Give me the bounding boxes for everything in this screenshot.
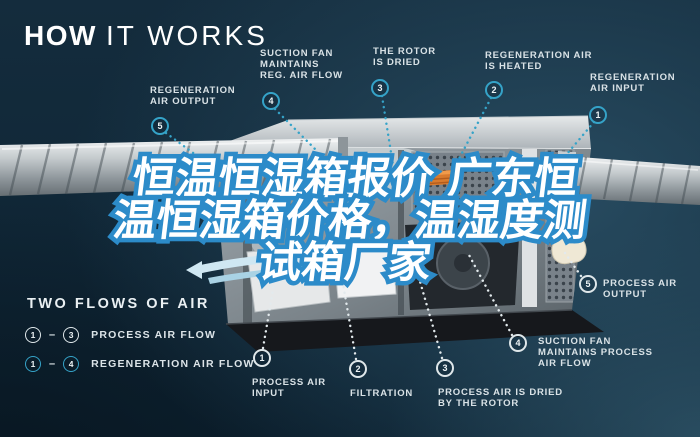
- badge-rotor-dried: 3: [371, 79, 389, 97]
- badge-suction-fan-reg: 4: [262, 92, 280, 110]
- legend-title: TWO FLOWS OF AIR: [27, 296, 210, 312]
- right-duct: [558, 151, 700, 205]
- left-duct: [0, 137, 348, 196]
- label-suction-fan-reg: SUCTION FAN MAINTAINS REG. AIR FLOW: [260, 48, 343, 81]
- leader-lines-regeneration: [164, 94, 596, 174]
- legend-badge-1-process: 1: [25, 327, 41, 343]
- badge-process-air-dried: 3: [436, 359, 454, 377]
- legend-row-regeneration: 1 – 4 REGENERATION AIR FLOW: [25, 356, 255, 372]
- label-process-air-input: PROCESS AIR INPUT: [252, 377, 326, 399]
- badge-suction-fan-process: 4: [509, 334, 527, 352]
- label-regeneration-air-input: REGENERATION AIR INPUT: [590, 72, 676, 94]
- badge-regeneration-air-output: 5: [151, 117, 169, 135]
- airflow-arrow: [186, 251, 344, 284]
- label-regeneration-air-output: REGENERATION AIR OUTPUT: [150, 85, 236, 107]
- label-rotor-dried: THE ROTOR IS DRIED: [373, 46, 436, 68]
- label-process-air-dried: PROCESS AIR IS DRIED BY THE ROTOR: [438, 387, 563, 409]
- title-bold: HOW: [24, 20, 97, 51]
- label-process-air-output: PROCESS AIR OUTPUT: [603, 278, 677, 300]
- label-suction-fan-process: SUCTION FAN MAINTAINS PROCESS AIR FLOW: [538, 336, 653, 369]
- page-title: HOW IT WORKS: [24, 20, 268, 52]
- badge-process-air-output: 5: [579, 275, 597, 293]
- badge-filtration: 2: [349, 360, 367, 378]
- title-light: IT WORKS: [105, 20, 268, 51]
- headline-line-3: 试箱厂家 试箱厂家: [251, 234, 438, 293]
- legend-badge-3-process: 3: [63, 327, 80, 343]
- heater-coil: [412, 169, 461, 187]
- legend-label-process: PROCESS AIR FLOW: [91, 329, 217, 341]
- label-filtration: FILTRATION: [350, 388, 414, 399]
- legend-label-regeneration: REGENERATION AIR FLOW: [91, 358, 255, 370]
- legend-badge-1-regen: 1: [25, 356, 41, 372]
- headline-line-2: 温恒湿箱价格，温湿度测 温恒湿箱价格，温湿度测: [106, 192, 594, 251]
- legend-dash: –: [49, 358, 56, 370]
- leader-lines-process: [261, 251, 583, 361]
- legend-row-process: 1 – 3 PROCESS AIR FLOW: [25, 327, 216, 343]
- badge-regeneration-air-heated: 2: [485, 81, 503, 99]
- legend-dash: –: [49, 329, 56, 341]
- chinese-headline-overlay: 恒温恒湿箱报价 广东恒 恒温恒湿箱报价 广东恒 温恒湿箱价格，温湿度测 温恒湿箱…: [12, 150, 687, 293]
- legend-badge-4-regen: 4: [63, 356, 80, 372]
- label-regeneration-air-heated: REGENERATION AIR IS HEATED: [485, 50, 593, 72]
- badge-process-air-input: 1: [253, 349, 271, 367]
- badge-regeneration-air-input: 1: [589, 106, 607, 124]
- headline-line-1: 恒温恒湿箱报价 广东恒 恒温恒湿箱报价 广东恒: [125, 150, 585, 209]
